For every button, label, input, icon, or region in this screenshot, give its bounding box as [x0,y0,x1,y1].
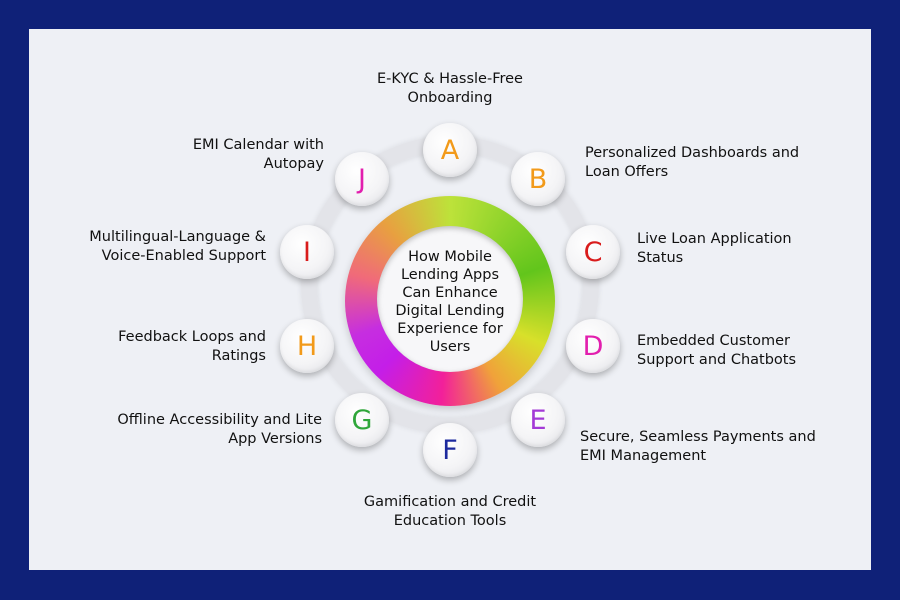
node-letter: J [358,163,366,195]
label-line: Onboarding [407,90,493,106]
node-letter: B [528,163,548,195]
label-b: Personalized Dashboards and Loan Offers [585,144,799,182]
label-a: E-KYC & Hassle-Free Onboarding [340,70,560,108]
node-letter: E [529,404,547,436]
node-h: H [280,319,334,373]
label-c: Live Loan Application Status [637,230,792,268]
node-j: J [335,152,389,206]
label-j: EMI Calendar with Autopay [100,136,324,174]
label-line: Ratings [211,348,266,364]
label-line: Feedback Loops and [118,329,266,345]
label-line: Multilingual-Language & [89,229,266,245]
node-i: I [280,225,334,279]
label-line: Personalized Dashboards and [585,145,800,161]
label-line: Embedded Customer [637,333,790,349]
node-b: B [511,152,565,206]
label-h: Feedback Loops and Ratings [60,328,266,366]
label-line: EMI Management [580,448,707,464]
label-line: Offline Accessibility and Lite [117,412,322,428]
label-line: Status [637,250,684,266]
node-e: E [511,393,565,447]
label-line: EMI Calendar with [192,137,324,153]
node-c: C [566,225,620,279]
node-letter: C [583,236,603,268]
label-line: Secure, Seamless Payments and [580,429,816,445]
node-f: F [423,423,477,477]
label-g: Offline Accessibility and Lite App Versi… [60,411,322,449]
node-letter: A [440,134,460,166]
node-letter: I [303,236,311,268]
label-line: Education Tools [393,513,507,529]
label-e: Secure, Seamless Payments and EMI Manage… [580,428,816,466]
label-line: Voice-Enabled Support [101,248,266,264]
label-f: Gamification and Credit Education Tools [330,493,570,531]
label-line: Loan Offers [585,164,669,180]
node-letter: G [351,404,373,436]
node-g: G [335,393,389,447]
node-letter: H [296,330,318,362]
node-letter: D [582,330,604,362]
label-line: Autopay [263,156,324,172]
label-line: E-KYC & Hassle-Free [377,71,523,87]
label-line: Support and Chatbots [637,352,797,368]
label-line: Live Loan Application [637,231,792,247]
label-line: Gamification and Credit [363,494,537,510]
label-line: App Versions [228,431,322,447]
label-i: Multilingual-Language & Voice-Enabled Su… [40,228,266,266]
center-title: How Mobile Lending Apps Can Enhance Digi… [395,249,505,355]
node-d: D [566,319,620,373]
node-letter: F [442,434,458,466]
center-circle: How Mobile Lending Apps Can Enhance Digi… [377,226,523,372]
label-d: Embedded Customer Support and Chatbots [637,332,796,370]
node-a: A [423,123,477,177]
